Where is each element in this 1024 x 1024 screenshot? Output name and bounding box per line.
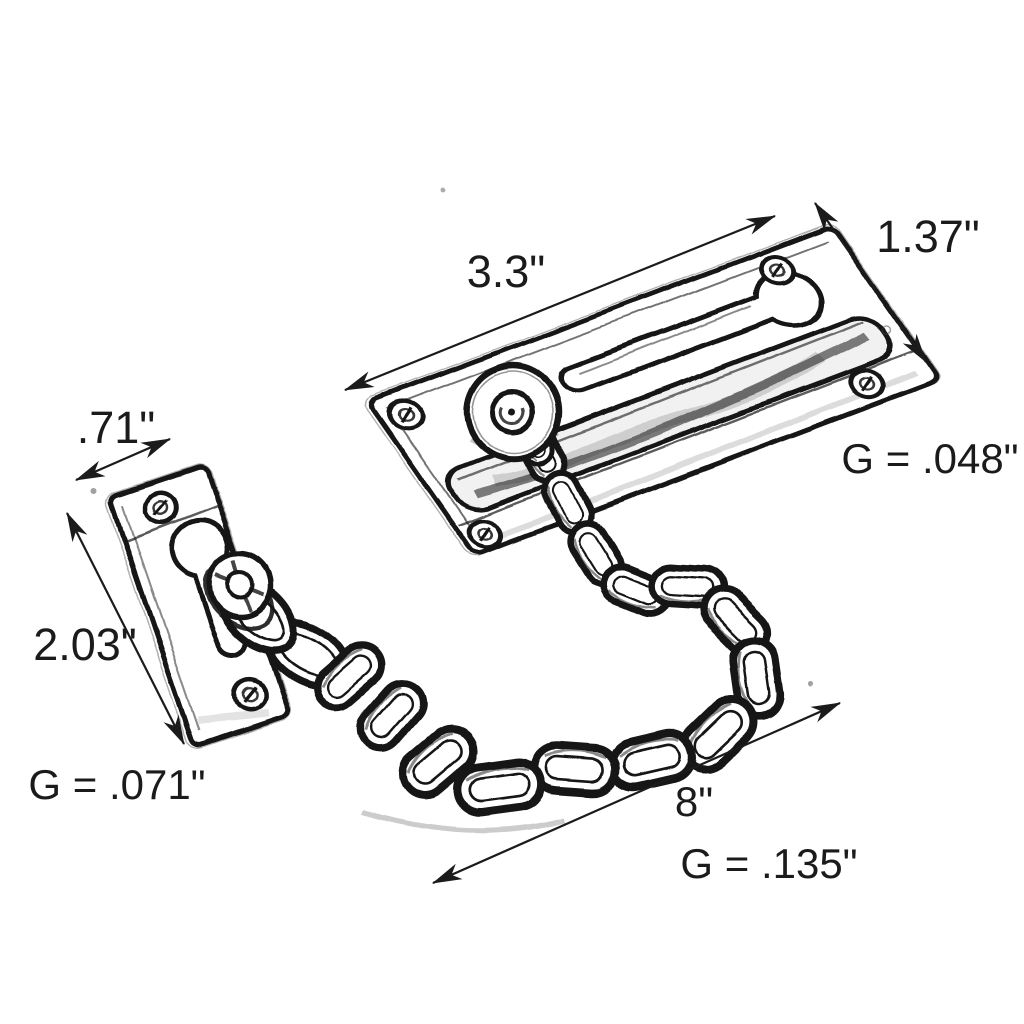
track-plate-sketch xyxy=(365,224,940,557)
dim-line-keeper-width xyxy=(74,437,172,482)
dim-label-keeper-height: 2.03" xyxy=(33,619,137,670)
dim-label-track-gauge: G = .048" xyxy=(841,435,1018,482)
dimension-labels: 3.3" 1.37" G = .048" .71" 2.03" G = .071… xyxy=(28,211,1018,887)
dim-label-track-width: 1.37" xyxy=(876,211,980,262)
track-knob-sketch xyxy=(463,362,563,462)
dim-line-track-length xyxy=(343,214,777,392)
chain-shadow xyxy=(361,809,566,834)
dim-label-chain-length: 8" xyxy=(675,778,713,825)
dim-line-track-width xyxy=(814,202,927,363)
keeper-knob-sketch xyxy=(202,551,275,630)
dim-label-track-length: 3.3" xyxy=(467,246,546,297)
dimension-annotations xyxy=(66,202,927,885)
dim-label-keeper-gauge: G = .071" xyxy=(28,761,205,808)
dim-line-keeper-height xyxy=(66,512,185,745)
dim-label-chain-gauge: G = .135" xyxy=(680,840,857,887)
dim-label-keeper-width: .71" xyxy=(77,402,156,453)
dim-line-chain-length xyxy=(431,701,842,885)
